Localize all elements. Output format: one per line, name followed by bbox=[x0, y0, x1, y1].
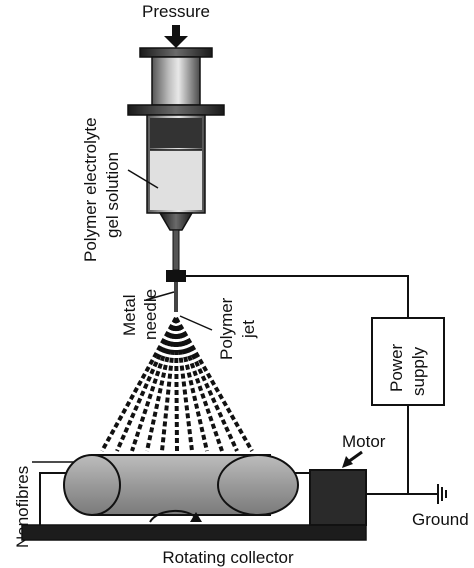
circuit-wire bbox=[186, 275, 438, 495]
jet-fiber-strand bbox=[174, 317, 239, 452]
metal-needle-label-line2: needle bbox=[141, 289, 160, 340]
jet-fiber-strand bbox=[174, 317, 254, 452]
jet-fiber-strand bbox=[174, 317, 194, 452]
jet-fiber-strand bbox=[174, 317, 179, 452]
power-supply-label-line1: Power bbox=[387, 343, 406, 392]
ground-icon bbox=[437, 484, 447, 504]
motor-label: Motor bbox=[342, 432, 386, 451]
motor-arrow-icon bbox=[342, 450, 363, 468]
jet-fiber-strand bbox=[100, 317, 178, 452]
motor-box bbox=[309, 469, 367, 526]
polymer-solution-label-line2: gel solution bbox=[103, 152, 122, 238]
pressure-label: Pressure bbox=[142, 2, 210, 21]
power-supply-label-line2: supply bbox=[409, 346, 428, 396]
jet-fiber-strand bbox=[130, 317, 178, 452]
rotating-collector-label: Rotating collector bbox=[162, 548, 294, 567]
pressure-arrow-icon bbox=[164, 25, 188, 48]
power-supply-box bbox=[371, 317, 445, 406]
metal-needle-label-line1: Metal bbox=[120, 294, 139, 336]
jet-fiber-strand bbox=[160, 317, 178, 452]
solution-leader-line bbox=[127, 169, 159, 189]
polymer-solution-label-line1: Polymer electrolyte bbox=[81, 117, 100, 262]
jet-leader-line bbox=[179, 315, 213, 331]
needle-leader-line bbox=[145, 291, 175, 301]
syringe bbox=[127, 47, 225, 312]
jet-fiber-strand bbox=[174, 317, 209, 452]
jet-fiber-strand bbox=[145, 317, 178, 452]
polymer-jet-label-line2: jet bbox=[239, 320, 258, 339]
jet-fiber-strand bbox=[115, 317, 178, 452]
rotating-drum bbox=[63, 454, 299, 523]
ground-label: Ground bbox=[412, 510, 469, 529]
polymer-jet-label-line1: Polymer bbox=[217, 297, 236, 360]
